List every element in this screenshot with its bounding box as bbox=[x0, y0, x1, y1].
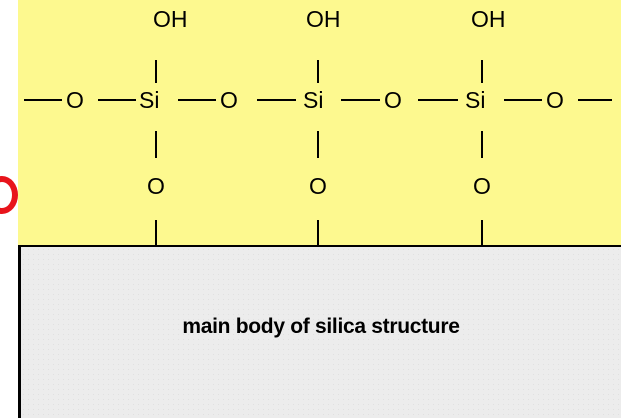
lower-oxygen-2: O bbox=[309, 173, 327, 199]
surface-layer bbox=[18, 0, 621, 245]
hydroxyl-label-1: OH bbox=[153, 6, 188, 32]
red-circle-marker bbox=[0, 176, 18, 214]
silica-body-label: main body of silica structure bbox=[182, 315, 460, 338]
silicon-atom-3: Si bbox=[465, 87, 485, 113]
lower-oxygen-3: O bbox=[473, 173, 491, 199]
silicon-atom-1: Si bbox=[139, 87, 159, 113]
bridge-oxygen-4: O bbox=[546, 87, 564, 113]
silicon-atom-2: Si bbox=[303, 87, 323, 113]
silica-body: main body of silica structure bbox=[18, 245, 621, 418]
bridge-oxygen-3: O bbox=[384, 87, 402, 113]
hydroxyl-label-3: OH bbox=[471, 6, 506, 32]
lower-oxygen-1: O bbox=[147, 173, 165, 199]
bridge-oxygen-2: O bbox=[220, 87, 238, 113]
bridge-oxygen-1: O bbox=[66, 87, 84, 113]
hydroxyl-label-2: OH bbox=[306, 6, 341, 32]
